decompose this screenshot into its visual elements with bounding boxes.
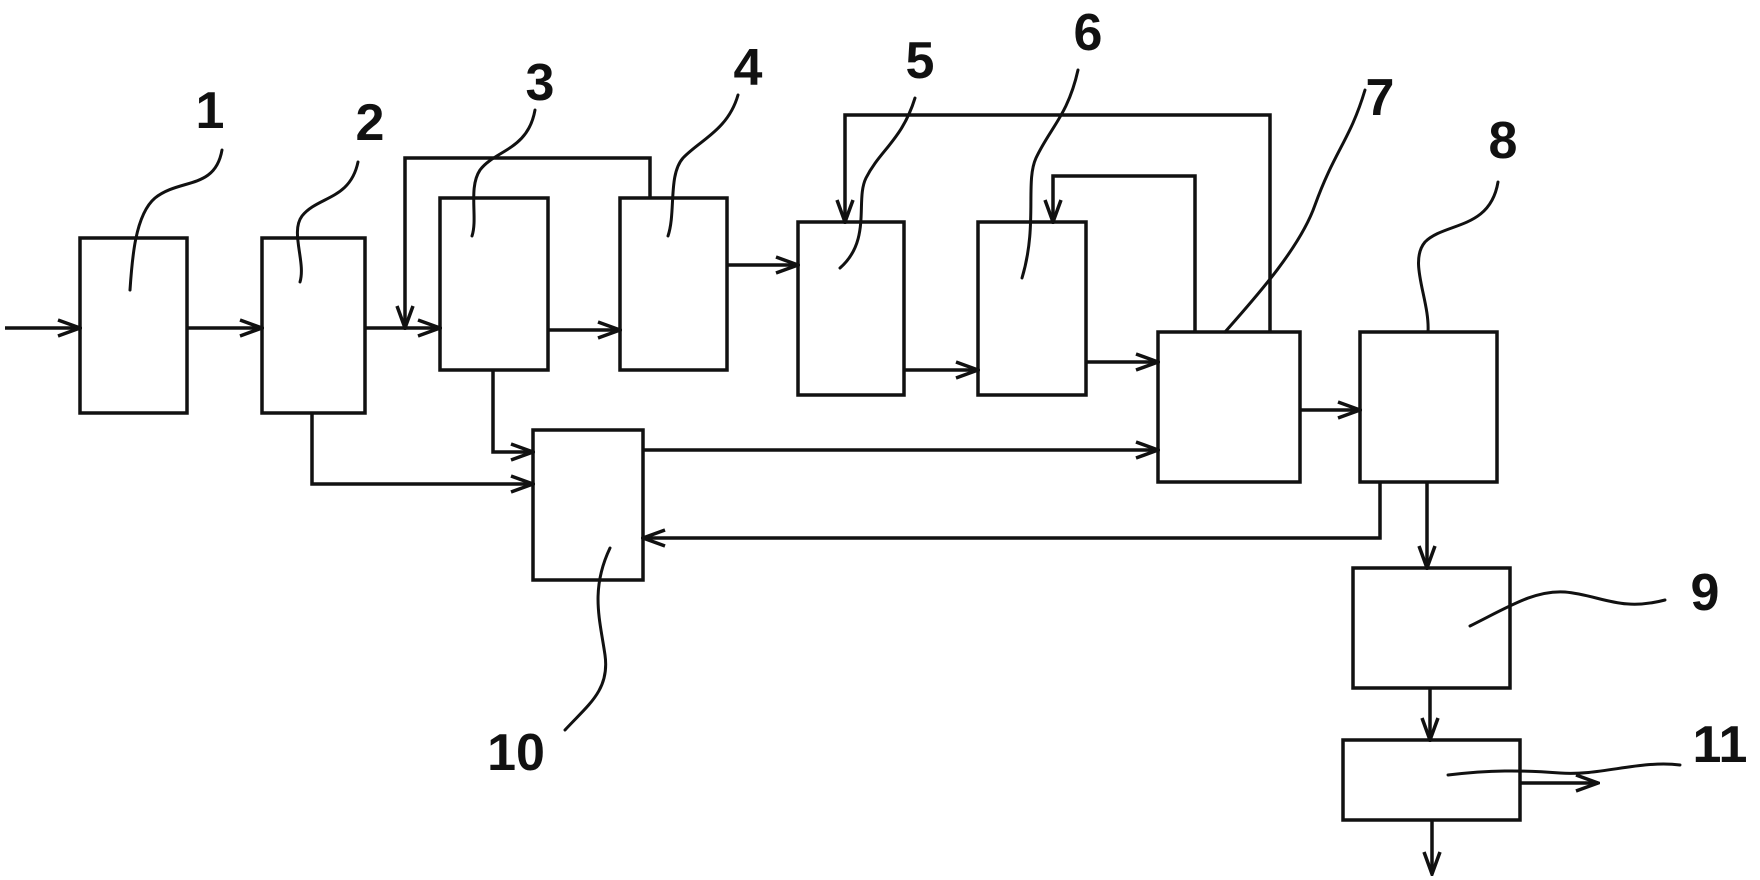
leader-7 [1223, 88, 1367, 334]
arrow-7-6 [1053, 174, 1197, 332]
label-9: 9 [1691, 564, 1720, 622]
block-11 [1341, 738, 1522, 822]
leader-5 [838, 96, 917, 270]
leader-11 [1446, 762, 1682, 777]
leader-1 [128, 148, 224, 292]
leader-4 [666, 93, 740, 238]
leader-6 [1020, 68, 1080, 280]
label-6: 6 [1074, 4, 1103, 62]
label-10: 10 [487, 724, 545, 782]
arrow-2-10 [310, 413, 533, 484]
block-7 [1156, 330, 1302, 484]
arrow-8-10 [643, 482, 1382, 538]
arrow-4-3 [405, 156, 652, 328]
block-2 [260, 236, 367, 415]
block-6 [976, 220, 1088, 397]
leader-9 [1468, 590, 1667, 628]
label-11: 11 [1693, 716, 1748, 774]
leader-2 [295, 160, 360, 284]
label-8: 8 [1489, 112, 1518, 170]
block-8 [1358, 330, 1499, 484]
leader-8 [1417, 180, 1500, 334]
block-9 [1351, 566, 1512, 690]
arrow-3-10 [491, 370, 533, 452]
leader-3 [470, 108, 537, 238]
label-1: 1 [196, 82, 225, 140]
block-3 [438, 196, 550, 372]
arrow-7-5 [845, 113, 1272, 332]
label-3: 3 [526, 54, 555, 112]
block-4 [618, 196, 729, 372]
block-10 [531, 428, 645, 582]
label-2: 2 [356, 94, 385, 152]
label-4: 4 [734, 39, 763, 97]
block-5 [796, 220, 906, 397]
leader-10 [563, 546, 612, 732]
label-7: 7 [1366, 69, 1395, 127]
label-5: 5 [906, 32, 935, 90]
